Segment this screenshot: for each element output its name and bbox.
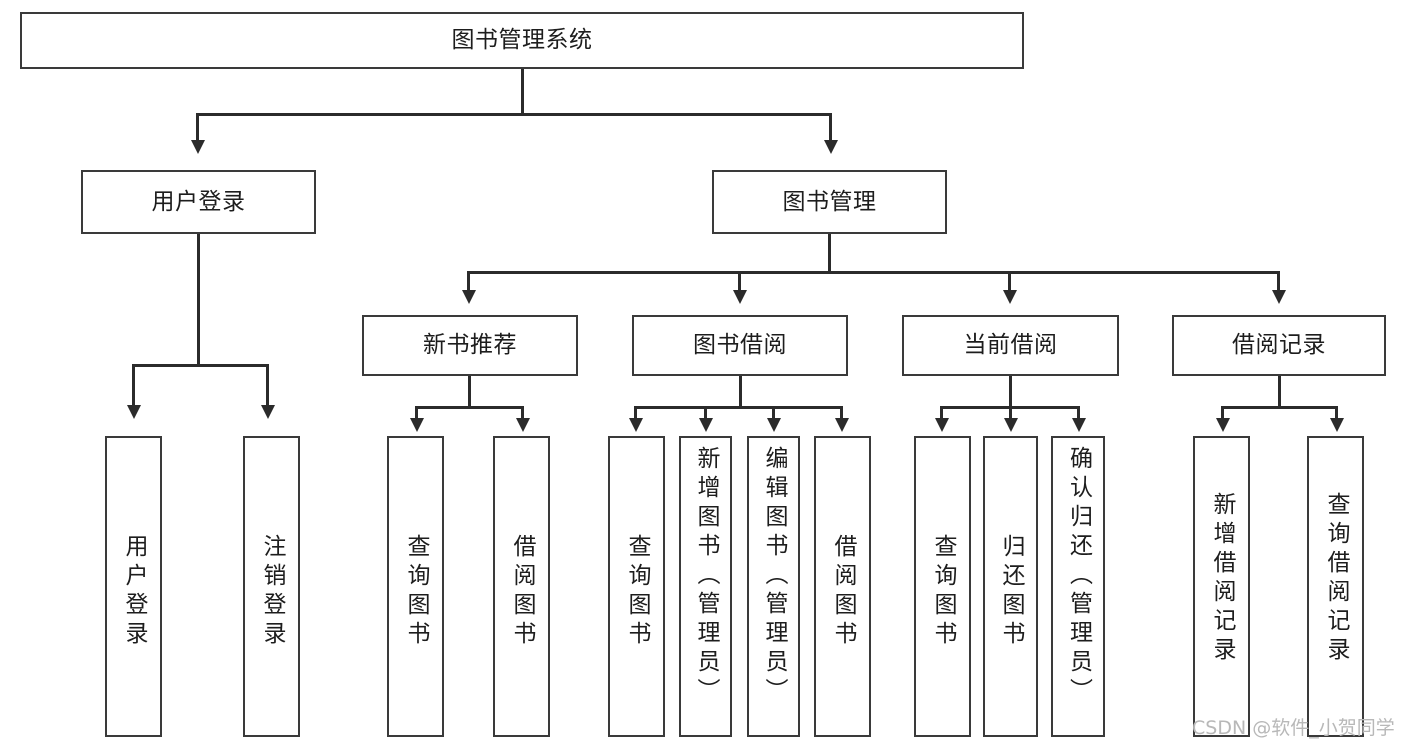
node-label: 查询借阅记录 xyxy=(1323,492,1349,666)
edge-root-stem xyxy=(521,68,524,115)
node-label: 编辑图书（管理员） xyxy=(761,446,787,707)
arrowhead-record xyxy=(1272,290,1286,304)
leaf-user-login[interactable]: 用户登录 xyxy=(105,436,162,737)
edge-bookmgmt-bus xyxy=(467,271,1280,274)
node-borrow-record[interactable]: 借阅记录 xyxy=(1172,315,1386,376)
arrowhead-newbook-c2 xyxy=(516,418,530,432)
arrowhead-borrow xyxy=(733,290,747,304)
edge-borrow-c3 xyxy=(772,406,775,420)
edge-bookmgmt-c3 xyxy=(1008,271,1011,293)
node-label: 借阅记录 xyxy=(1232,332,1326,359)
node-label: 用户登录 xyxy=(151,188,246,215)
edge-root-to-login xyxy=(196,113,199,141)
node-new-book-recommend[interactable]: 新书推荐 xyxy=(362,315,578,376)
edge-record-c1 xyxy=(1221,406,1224,420)
edge-bookmgmt-c1 xyxy=(467,271,470,293)
leaf-query-book-borrow[interactable]: 查询图书 xyxy=(608,436,665,737)
edge-current-c2 xyxy=(1009,406,1012,420)
leaf-add-book-admin[interactable]: 新增图书（管理员） xyxy=(679,436,732,737)
edge-borrow-bus xyxy=(634,406,842,409)
arrowhead-borrow-c2 xyxy=(699,418,713,432)
node-label: 图书管理系统 xyxy=(451,27,593,54)
arrowhead-borrow-c4 xyxy=(835,418,849,432)
node-book-management[interactable]: 图书管理 xyxy=(712,170,947,234)
node-label: 查询图书 xyxy=(624,534,650,650)
node-label: 确认归还（管理员） xyxy=(1065,446,1092,707)
edge-bookmgmt-c2 xyxy=(738,271,741,293)
node-label: 查询图书 xyxy=(930,534,956,650)
leaf-borrow-book-borrow[interactable]: 借阅图书 xyxy=(814,436,871,737)
edge-borrow-c4 xyxy=(840,406,843,420)
leaf-query-borrow-record[interactable]: 查询借阅记录 xyxy=(1307,436,1364,737)
edge-record-stem xyxy=(1278,375,1281,408)
node-label: 查询图书 xyxy=(403,534,429,650)
edge-newbook-stem xyxy=(468,375,471,408)
node-label: 图书管理 xyxy=(782,188,877,215)
edge-record-bus xyxy=(1221,406,1338,409)
node-label: 图书借阅 xyxy=(693,332,787,359)
node-label: 归还图书 xyxy=(998,534,1024,650)
arrowhead-login xyxy=(191,140,205,154)
node-label: 新书推荐 xyxy=(423,332,517,359)
arrowhead-login-c1 xyxy=(127,405,141,419)
node-label: 用户登录 xyxy=(121,534,147,650)
leaf-return-book[interactable]: 归还图书 xyxy=(983,436,1038,737)
arrowhead-record-c2 xyxy=(1330,418,1344,432)
leaf-borrow-book-newbook[interactable]: 借阅图书 xyxy=(493,436,550,737)
leaf-add-borrow-record[interactable]: 新增借阅记录 xyxy=(1193,436,1250,737)
arrowhead-current-c3 xyxy=(1072,418,1086,432)
csdn-watermark: CSDN @软件_小贺同学 xyxy=(1192,717,1395,739)
node-label: 新增图书（管理员） xyxy=(693,446,719,707)
node-book-borrow[interactable]: 图书借阅 xyxy=(632,315,848,376)
node-label: 当前借阅 xyxy=(963,332,1058,359)
node-label: 借阅图书 xyxy=(830,534,856,650)
edge-root-bus xyxy=(196,113,832,116)
node-user-login[interactable]: 用户登录 xyxy=(81,170,316,234)
edge-bookmgmt-stem xyxy=(828,233,831,273)
arrowhead-borrow-c3 xyxy=(767,418,781,432)
arrowhead-books xyxy=(824,140,838,154)
edge-login-bus xyxy=(132,364,269,367)
edge-record-c2 xyxy=(1335,406,1338,420)
arrowhead-login-c2 xyxy=(261,405,275,419)
arrowhead-record-c1 xyxy=(1216,418,1230,432)
node-label: 注销登录 xyxy=(259,534,285,650)
edge-login-c2 xyxy=(266,364,269,406)
edge-current-c3 xyxy=(1077,406,1080,420)
edge-borrow-c2 xyxy=(704,406,707,420)
arrowhead-current-c1 xyxy=(935,418,949,432)
edge-borrow-stem xyxy=(739,375,742,408)
node-root-book-management-system[interactable]: 图书管理系统 xyxy=(20,12,1024,69)
edge-newbook-bus xyxy=(415,406,523,409)
edge-current-stem xyxy=(1009,375,1012,408)
edge-newbook-c1 xyxy=(415,406,418,420)
edge-root-to-books xyxy=(829,113,832,141)
edge-login-c1 xyxy=(132,364,135,406)
edge-newbook-c2 xyxy=(521,406,524,420)
leaf-logout[interactable]: 注销登录 xyxy=(243,436,300,737)
node-current-borrow[interactable]: 当前借阅 xyxy=(902,315,1119,376)
arrowhead-newbook-c1 xyxy=(410,418,424,432)
arrowhead-current xyxy=(1003,290,1017,304)
leaf-edit-book-admin[interactable]: 编辑图书（管理员） xyxy=(747,436,800,737)
arrowhead-newbook xyxy=(462,290,476,304)
node-label: 借阅图书 xyxy=(509,534,535,650)
edge-login-stem xyxy=(197,233,200,366)
arrowhead-borrow-c1 xyxy=(629,418,643,432)
leaf-query-book-newbook[interactable]: 查询图书 xyxy=(387,436,444,737)
arrowhead-current-c2 xyxy=(1004,418,1018,432)
edge-current-c1 xyxy=(940,406,943,420)
edge-borrow-c1 xyxy=(634,406,637,420)
edge-bookmgmt-c4 xyxy=(1277,271,1280,293)
leaf-confirm-return-admin[interactable]: 确认归还（管理员） xyxy=(1051,436,1105,737)
leaf-query-book-current[interactable]: 查询图书 xyxy=(914,436,971,737)
node-label: 新增借阅记录 xyxy=(1209,492,1235,666)
